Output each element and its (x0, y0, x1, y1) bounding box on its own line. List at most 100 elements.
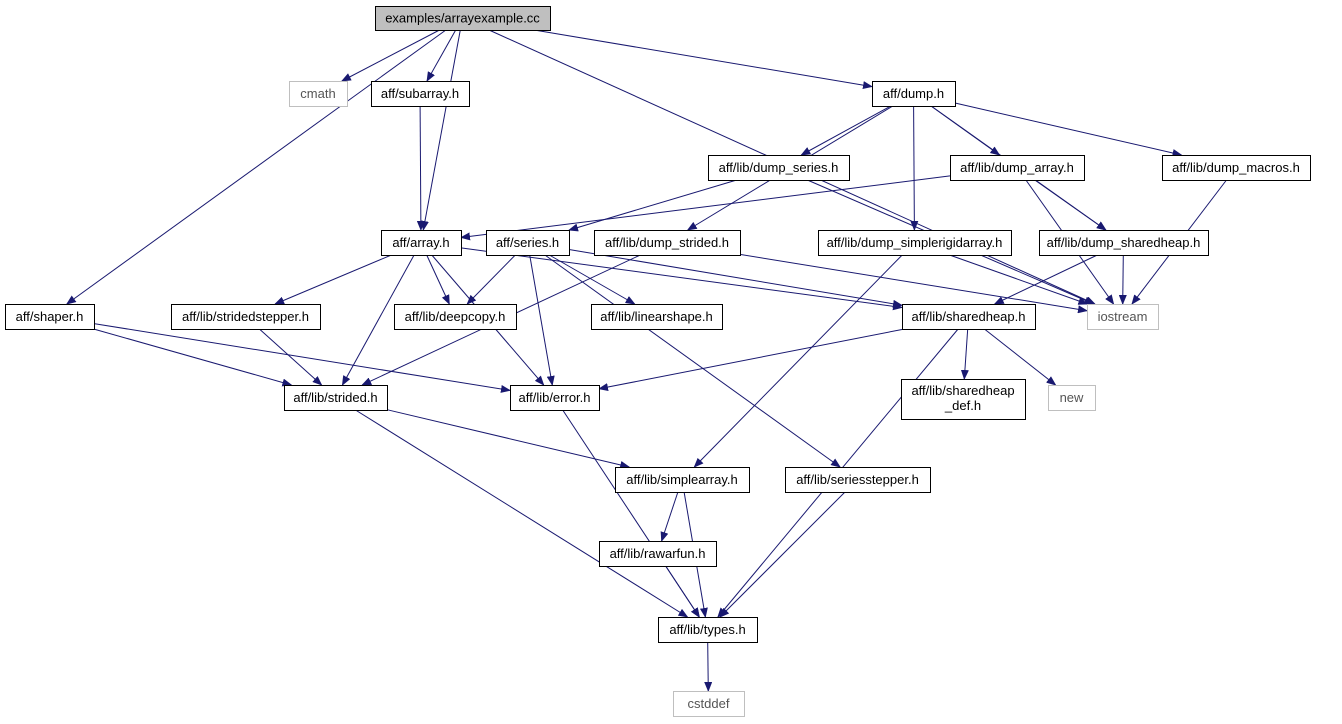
edge-array-to-sharedheap (460, 247, 903, 311)
node-types[interactable]: aff/lib/types.h (658, 617, 758, 643)
node-box[interactable] (5, 304, 95, 330)
node-box[interactable] (785, 467, 931, 493)
edge-array-to-stridedstepper (274, 254, 392, 305)
edge-dump_strided-to-iostream (739, 253, 1088, 314)
node-new[interactable]: new (1048, 385, 1096, 411)
node-box[interactable] (872, 81, 956, 107)
node-label: aff/lib/stridedstepper.h (182, 309, 309, 324)
node-box[interactable] (171, 304, 321, 330)
node-dump-array[interactable]: aff/lib/dump_array.h (950, 155, 1085, 181)
node-stridedstepper[interactable]: aff/lib/stridedstepper.h (171, 304, 321, 330)
node-label: aff/series.h (496, 235, 559, 250)
node-shaper[interactable]: aff/shaper.h (5, 304, 95, 330)
node-box[interactable] (1087, 304, 1159, 330)
node-cstddef[interactable]: cstddef (673, 691, 745, 717)
node-dump-series[interactable]: aff/lib/dump_series.h (708, 155, 850, 181)
edge-simplearray-to-rawarfun (660, 491, 679, 542)
edge-dump_array-to-array (460, 175, 951, 241)
node-label: aff/dump.h (883, 86, 944, 101)
node-linearshape[interactable]: aff/lib/linearshape.h (591, 304, 723, 330)
edge-shaper-to-strided (93, 328, 293, 387)
node-box[interactable] (394, 304, 517, 330)
node-box[interactable] (1048, 385, 1096, 411)
node-box[interactable] (594, 230, 741, 256)
node-seriesstepper[interactable]: aff/lib/seriesstepper.h (785, 467, 931, 493)
node-box[interactable] (901, 379, 1026, 420)
edge-dump_sharedheap-to-sharedheap (993, 254, 1098, 305)
node-label: cstddef (688, 696, 730, 711)
node-box[interactable] (599, 541, 717, 567)
edge-root-to-dump (534, 29, 873, 90)
edge-array-to-deepcopy (426, 254, 450, 305)
edge-strided-to-types (355, 409, 689, 618)
node-subarray[interactable]: aff/subarray.h (371, 81, 470, 107)
node-label: aff/subarray.h (381, 86, 459, 101)
node-simplearray[interactable]: aff/lib/simplearray.h (615, 467, 750, 493)
node-label: aff/lib/sharedheap.h (912, 309, 1026, 324)
node-box[interactable] (658, 617, 758, 643)
node-label: new (1060, 390, 1084, 405)
node-error[interactable]: aff/lib/error.h (510, 385, 600, 411)
node-sharedheap-def[interactable]: aff/lib/sharedheap_def.h (901, 379, 1026, 420)
node-rawarfun[interactable]: aff/lib/rawarfun.h (599, 541, 717, 567)
node-label: aff/lib/simplearray.h (626, 472, 738, 487)
nodes-layer: examples/arrayexample.cc cmath aff/subarra… (5, 6, 1311, 717)
node-box[interactable] (381, 230, 462, 256)
node-label: aff/array.h (392, 235, 449, 250)
edge-series-to-sharedheap (568, 249, 903, 308)
node-dump-sharedheap[interactable]: aff/lib/dump_sharedheap.h (1039, 230, 1209, 256)
edge-series-to-seriesstepper (544, 254, 841, 468)
edge-series-to-deepcopy (466, 254, 516, 305)
node-box[interactable] (486, 230, 570, 256)
node-box[interactable] (289, 81, 348, 107)
node-dump-simplerigidarray[interactable]: aff/lib/dump_simplerigidarray.h (818, 230, 1012, 256)
edge-shaper-to-error (93, 323, 511, 393)
node-box[interactable] (950, 155, 1085, 181)
edge-seriesstepper-to-types (719, 491, 846, 618)
node-series[interactable]: aff/series.h (486, 230, 570, 256)
edge-root-to-subarray (426, 29, 457, 82)
node-iostream[interactable]: iostream (1087, 304, 1159, 330)
edge-subarray-to-array (416, 105, 425, 231)
node-sharedheap[interactable]: aff/lib/sharedheap.h (902, 304, 1036, 330)
node-label: aff/lib/rawarfun.h (610, 546, 706, 561)
edge-sharedheap-to-error (598, 328, 905, 391)
node-label: aff/lib/dump_series.h (719, 160, 839, 175)
node-cmath[interactable]: cmath (289, 81, 348, 107)
edge-dump-to-dump_series (800, 105, 891, 156)
edge-sharedheap-to-sharedheap_def (960, 328, 969, 380)
edge-dump_array-to-dump_sharedheap (1034, 179, 1107, 231)
edge-series-to-error (529, 254, 555, 386)
node-label: aff/lib/dump_sharedheap.h (1047, 235, 1201, 250)
node-label: aff/lib/sharedheap (911, 383, 1014, 398)
node-box[interactable] (1162, 155, 1311, 181)
node-box[interactable] (371, 81, 470, 107)
edge-dump_simplerigidarray-to-simplearray (693, 254, 903, 468)
node-root[interactable]: examples/arrayexample.cc (375, 6, 551, 31)
node-label: aff/lib/dump_array.h (960, 160, 1074, 175)
node-strided[interactable]: aff/lib/strided.h (284, 385, 388, 411)
node-box[interactable] (615, 467, 750, 493)
node-box[interactable] (902, 304, 1036, 330)
node-label: aff/lib/dump_macros.h (1172, 160, 1300, 175)
node-box[interactable] (818, 230, 1012, 256)
edge-array-to-strided (341, 254, 415, 386)
edge-series-to-linearshape (549, 254, 636, 305)
node-dump[interactable]: aff/dump.h (872, 81, 956, 107)
node-label: aff/lib/error.h (518, 390, 590, 405)
node-array[interactable]: aff/array.h (381, 230, 462, 256)
node-box[interactable] (284, 385, 388, 411)
edge-root-to-array (421, 29, 461, 231)
node-box[interactable] (510, 385, 600, 411)
node-dump-strided[interactable]: aff/lib/dump_strided.h (594, 230, 741, 256)
node-box[interactable] (673, 691, 745, 717)
node-box[interactable] (375, 6, 551, 31)
node-label: cmath (300, 86, 335, 101)
node-box[interactable] (591, 304, 723, 330)
node-label: aff/shaper.h (16, 309, 84, 324)
node-deepcopy[interactable]: aff/lib/deepcopy.h (394, 304, 517, 330)
node-box[interactable] (708, 155, 850, 181)
edge-types-to-cstddef (704, 641, 713, 692)
node-box[interactable] (1039, 230, 1209, 256)
node-dump-macros[interactable]: aff/lib/dump_macros.h (1162, 155, 1311, 181)
